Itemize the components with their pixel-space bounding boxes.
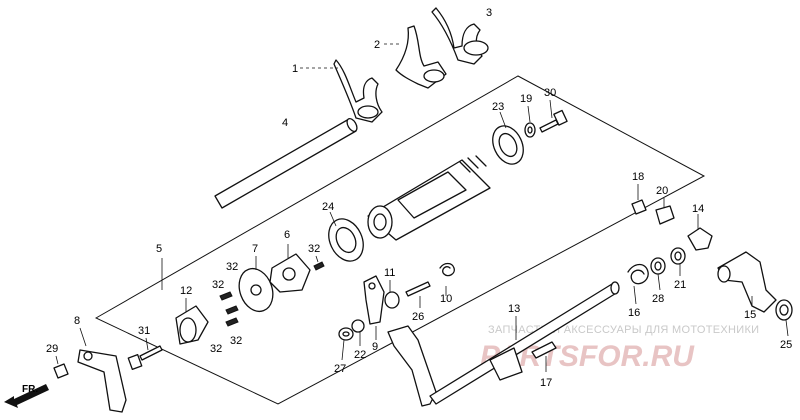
fork-shaft bbox=[214, 117, 358, 209]
dowel-pins-32 bbox=[219, 291, 239, 327]
callout-23: 23 bbox=[492, 101, 504, 113]
callout-8: 8 bbox=[74, 315, 80, 327]
bolt-29 bbox=[53, 363, 69, 379]
callout-7: 7 bbox=[252, 243, 258, 255]
callout-21: 21 bbox=[674, 279, 686, 291]
callout-12: 12 bbox=[180, 285, 192, 297]
callout-26: 26 bbox=[412, 311, 424, 323]
callout-32-a: 32 bbox=[308, 243, 320, 255]
shift-fork-3 bbox=[431, 7, 489, 65]
cam-plate-7 bbox=[238, 267, 274, 313]
callout-1: 1 bbox=[292, 63, 298, 75]
callout-20: 20 bbox=[656, 185, 668, 197]
stopper-arm-8 bbox=[77, 349, 127, 413]
watermark-text: ЗАПЧАСТИ И АКСЕССУАРЫ ДЛЯ МОТОТЕХНИКИ bbox=[488, 324, 759, 336]
pin-32-top bbox=[313, 261, 325, 271]
callout-3: 3 bbox=[486, 7, 492, 19]
stopper-12 bbox=[175, 305, 209, 345]
washer-21 bbox=[670, 247, 686, 265]
callout-19: 19 bbox=[520, 93, 532, 105]
callout-5: 5 bbox=[156, 243, 162, 255]
collar-11 bbox=[384, 291, 400, 309]
shift-spindle-13 bbox=[387, 281, 620, 407]
callout-15: 15 bbox=[744, 309, 756, 321]
callout-17: 17 bbox=[540, 377, 552, 389]
callout-32-d: 32 bbox=[210, 343, 222, 355]
bolt-30 bbox=[539, 109, 568, 133]
washer-28 bbox=[650, 257, 666, 275]
drum-center-6 bbox=[269, 253, 311, 293]
front-direction-label: FR. bbox=[22, 384, 38, 395]
callout-10: 10 bbox=[440, 293, 452, 305]
callout-32-b: 32 bbox=[226, 261, 238, 273]
callout-6: 6 bbox=[284, 229, 290, 241]
callout-32-e: 32 bbox=[230, 335, 242, 347]
callout-4: 4 bbox=[282, 117, 288, 129]
pin-17 bbox=[531, 341, 557, 359]
callout-29: 29 bbox=[46, 343, 58, 355]
shift-fork-1 bbox=[333, 59, 383, 123]
callout-27: 27 bbox=[334, 363, 346, 375]
callout-28: 28 bbox=[652, 293, 664, 305]
washer-19 bbox=[524, 122, 536, 138]
shift-drum bbox=[367, 155, 491, 241]
leader-lines bbox=[55, 43, 789, 372]
plate-20 bbox=[655, 205, 675, 225]
shift-shaft-15 bbox=[717, 251, 777, 313]
callout-32-c: 32 bbox=[212, 279, 224, 291]
collar-22 bbox=[351, 319, 365, 333]
callout-31: 31 bbox=[138, 325, 150, 337]
assembly-box bbox=[94, 75, 706, 405]
front-direction-arrow: FR. bbox=[4, 384, 49, 408]
callout-13: 13 bbox=[508, 303, 520, 315]
arm-14 bbox=[687, 227, 713, 251]
callout-11: 11 bbox=[384, 267, 395, 279]
callout-2: 2 bbox=[374, 39, 380, 51]
callout-18: 18 bbox=[632, 171, 644, 183]
shift-fork-2 bbox=[395, 25, 447, 89]
bolt-18 bbox=[631, 199, 647, 215]
seal-25 bbox=[775, 299, 793, 321]
spring-10 bbox=[439, 262, 455, 277]
callout-24: 24 bbox=[322, 201, 334, 213]
washer-27 bbox=[338, 327, 354, 341]
arm-9 bbox=[363, 275, 385, 325]
callout-30: 30 bbox=[544, 87, 556, 99]
callout-16: 16 bbox=[628, 307, 640, 319]
callout-14: 14 bbox=[692, 203, 704, 215]
callout-labels: 1 2 3 4 5 6 7 8 9 10 11 12 13 14 15 16 1… bbox=[46, 7, 792, 389]
callout-25: 25 bbox=[780, 339, 792, 351]
bolt-26 bbox=[405, 281, 431, 297]
bolt-31 bbox=[127, 345, 163, 370]
callout-9: 9 bbox=[372, 341, 378, 353]
spring-16 bbox=[627, 263, 649, 285]
bearing-24 bbox=[328, 218, 364, 262]
callout-22: 22 bbox=[354, 349, 366, 361]
bearing-23 bbox=[492, 125, 524, 165]
